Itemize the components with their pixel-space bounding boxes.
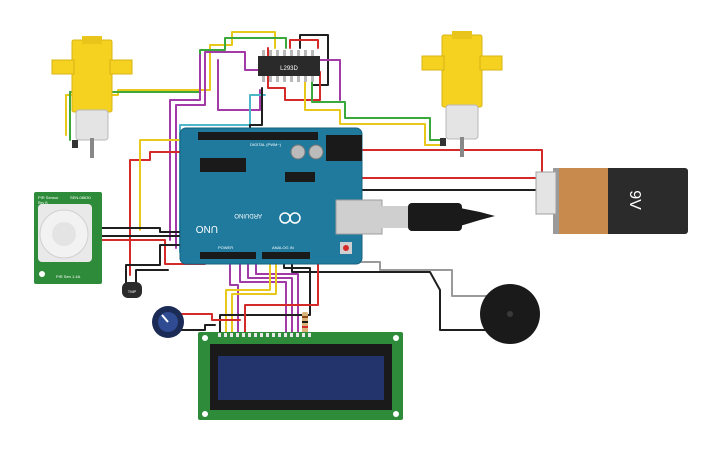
arduino-brand: ARDUINO xyxy=(234,212,262,218)
motor-terminal xyxy=(72,140,78,148)
usb-port xyxy=(335,199,383,235)
lcd-pins xyxy=(218,333,311,337)
buzzer-hole xyxy=(507,311,513,317)
wire-purple xyxy=(175,51,261,249)
piezo-buzzer xyxy=(480,284,540,344)
pir-top-right-text: SEN-08630 xyxy=(70,195,91,200)
tmp-body xyxy=(122,282,142,298)
motor-mount-left xyxy=(51,59,75,75)
lcd-mount-hole xyxy=(202,335,208,341)
wire-black xyxy=(291,261,489,331)
pir-top-left-text: PIR Sensor xyxy=(38,195,59,200)
temperature-sensor: TMP xyxy=(122,282,142,298)
regulator xyxy=(285,172,315,182)
pir-lens xyxy=(52,222,76,246)
motor-driver-chip: L293D xyxy=(258,50,320,82)
dc-motor-right xyxy=(421,31,503,157)
dc-motor-left xyxy=(51,36,133,158)
chip-body xyxy=(258,56,320,76)
pir-mount-hole xyxy=(39,271,45,277)
usb-cable xyxy=(380,203,495,231)
wire-gray xyxy=(299,261,489,297)
motor-cap xyxy=(82,36,102,44)
wire-black xyxy=(219,261,311,333)
motor-mount-left xyxy=(421,55,445,71)
resistor xyxy=(302,312,308,334)
reset-button-cap xyxy=(343,245,349,251)
lcd-mount-hole xyxy=(393,335,399,341)
battery-9v: 9V xyxy=(535,168,688,234)
lcd-mount-hole xyxy=(393,411,399,417)
lcd-mount-hole xyxy=(202,411,208,417)
pot-indicator xyxy=(161,314,169,323)
motor-mount-right xyxy=(109,59,133,75)
motor-can xyxy=(445,104,479,140)
analog-label: ANALOG IN xyxy=(272,245,294,250)
chip-pins xyxy=(262,50,314,82)
motor-can xyxy=(75,109,109,141)
wire-red xyxy=(179,313,241,321)
wire-yellow xyxy=(231,261,277,333)
arduino-uno: UNO ARDUINO DIGITAL (PWM~) POWER ANALOG … xyxy=(179,127,383,265)
motor-housing xyxy=(441,34,483,108)
wire-black xyxy=(135,269,169,284)
wire-purple xyxy=(217,59,261,111)
lcd-screen xyxy=(218,356,384,400)
power-header xyxy=(200,252,256,259)
arduino-model: UNO xyxy=(196,223,218,234)
power-jack xyxy=(326,135,362,161)
microcontroller xyxy=(200,158,246,172)
lcd-display xyxy=(198,332,403,420)
motor-mount-right xyxy=(479,55,503,71)
digital-header xyxy=(198,132,318,140)
battery-connector xyxy=(535,171,557,215)
power-label: POWER xyxy=(218,245,233,250)
wire-yellow xyxy=(225,261,271,333)
capacitor xyxy=(290,144,306,160)
capacitor xyxy=(308,144,324,160)
wire-black xyxy=(174,324,216,331)
wire-purple xyxy=(169,54,201,241)
chip-label: L293D xyxy=(280,66,298,72)
battery-label: 9V xyxy=(626,190,643,210)
wire-red xyxy=(289,39,319,49)
tmp-label: TMP xyxy=(128,289,137,294)
digital-label: DIGITAL (PWM~) xyxy=(250,142,282,147)
wire-yellow xyxy=(304,81,446,146)
pir-bottom-text: PIR Sen 1.4A xyxy=(56,274,81,279)
wire-red xyxy=(267,47,321,101)
wire-purple xyxy=(239,261,287,333)
usb-plug-metal xyxy=(380,206,410,228)
arduino-logo xyxy=(279,212,301,224)
motor-shaft xyxy=(460,137,464,157)
pir-sensor: PIR Sensor SEN-08630 Rev B PIR Sen 1.4A xyxy=(34,192,102,284)
usb-cable-end xyxy=(460,208,495,226)
motor-housing xyxy=(71,39,113,113)
battery-band xyxy=(553,168,608,234)
usb-plug-body xyxy=(408,203,462,231)
motor-shaft xyxy=(90,138,94,158)
motor-cap xyxy=(452,31,472,39)
wire-purple xyxy=(317,59,341,101)
wire-green xyxy=(311,79,446,141)
wire-purple xyxy=(229,261,239,333)
motor-terminal xyxy=(440,138,446,146)
pir-sub-text: Rev B xyxy=(38,201,48,205)
potentiometer xyxy=(152,306,184,338)
analog-header xyxy=(262,252,310,259)
wire-black xyxy=(125,244,201,284)
